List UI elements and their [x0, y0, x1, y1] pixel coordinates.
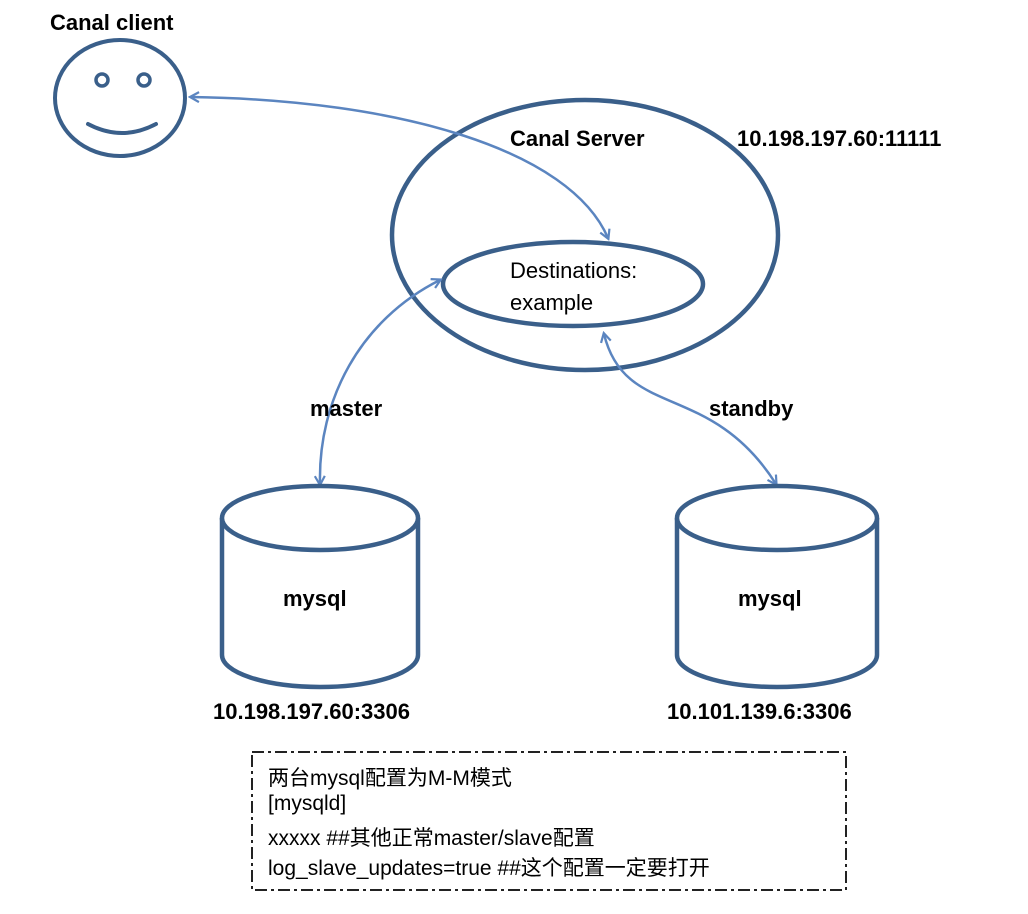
- destination-line-1: Destinations:: [510, 258, 638, 283]
- standby-label: standby: [709, 396, 794, 421]
- note-line: 两台mysql配置为M-M模式: [268, 767, 512, 790]
- server-address: 10.198.197.60:11111: [737, 126, 942, 151]
- client-title: Canal client: [50, 10, 174, 35]
- database-cylinder-icon: [674, 483, 880, 690]
- database-cylinder-icon: [219, 483, 421, 690]
- master-arrow: [320, 280, 440, 484]
- smiley-face-icon: [53, 38, 187, 158]
- standby-db-label: mysql: [738, 586, 802, 611]
- client-server-arrow: [191, 97, 608, 238]
- destination-line-2: example: [510, 290, 594, 315]
- master-db-label: mysql: [283, 586, 347, 611]
- note-box-border: [251, 751, 847, 891]
- standby-db-address: 10.101.139.6:3306: [667, 699, 852, 724]
- note-line: log_slave_updates=true ##这个配置一定要打开: [268, 857, 710, 880]
- note-line: [mysqld]: [268, 792, 347, 815]
- master-label: master: [310, 396, 383, 421]
- destination-ellipse: [440, 239, 706, 329]
- standby-arrow: [604, 334, 776, 484]
- master-db-address: 10.198.197.60:3306: [213, 699, 410, 724]
- note-line: xxxxx ##其他正常master/slave配置: [268, 827, 595, 850]
- server-title: Canal Server: [510, 126, 645, 151]
